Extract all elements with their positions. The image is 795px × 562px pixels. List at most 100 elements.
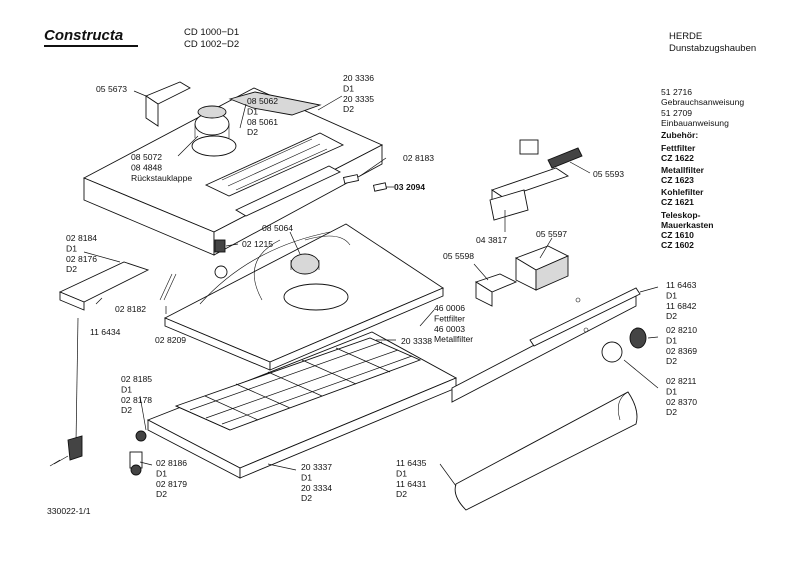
callout-line: 04 3817 [476, 235, 507, 245]
callout-line: 46 0003 [434, 324, 465, 334]
callout-line: D1 [666, 386, 677, 396]
callout-line: D1 [66, 243, 77, 253]
callout-line: 02 8185 [121, 374, 152, 384]
callout-line: D2 [666, 407, 677, 417]
callout-055673: 05 5673 [96, 84, 127, 94]
callout-line: D2 [301, 493, 312, 503]
callout-043817: 04 3817 [476, 235, 507, 245]
callout-line: 02 8178 [121, 395, 152, 405]
side-list-item: CZ 1602 [661, 240, 694, 250]
side-list-item: CZ 1621 [661, 197, 694, 207]
knob-parts [601, 327, 647, 363]
callout-line: D1 [301, 472, 312, 482]
callout-line: 11 6463 [666, 280, 697, 290]
callout-116434: 11 6434 [90, 327, 121, 337]
callout-line: 02 8209 [155, 335, 186, 345]
frame-lower [163, 223, 444, 371]
callout-line: 05 5673 [96, 84, 127, 94]
callout-line: D2 [66, 264, 77, 274]
screw-parts [159, 239, 228, 301]
callout-line: D1 [247, 106, 258, 116]
callout-line: D2 [666, 356, 677, 366]
callout-line: D2 [121, 405, 132, 415]
switch-parts [474, 139, 583, 307]
callout-line: D2 [247, 127, 258, 137]
side-list-item: Zubehör: [661, 130, 698, 140]
power-cable [49, 317, 83, 467]
callout-line: 11 6842 [666, 301, 697, 311]
side-list-item: Metallfilter [661, 165, 705, 175]
category-title: HERDE [669, 31, 702, 42]
callout-line: 20 3335 [343, 94, 374, 104]
callout-line: 02 8184 [66, 233, 97, 243]
callout-line: D1 [156, 468, 167, 478]
callout-line: 20 3338 [401, 336, 432, 346]
callout-line: 02 8179 [156, 479, 187, 489]
callout-line: 02 8370 [666, 397, 697, 407]
callout-085064: 08 5064 [262, 223, 293, 233]
callout-055597: 05 5597 [536, 229, 567, 239]
callout-line: Rückstauklappe [131, 173, 192, 183]
callout-line: 02 8186 [156, 458, 187, 468]
clip-pieces [129, 430, 147, 476]
callout-line: 02 8182 [115, 304, 146, 314]
callout-028209: 02 8209 [155, 335, 186, 345]
callout-line: 08 5064 [262, 223, 293, 233]
model-number-2: CD 1002−D2 [184, 39, 239, 50]
callout-line: 02 1215 [242, 239, 273, 249]
document-number: 330022-1/1 [47, 506, 91, 516]
callout-line: 20 3336 [343, 73, 374, 83]
filter-frame [146, 331, 458, 479]
callout-line: D1 [121, 384, 132, 394]
side-list-item: CZ 1623 [661, 175, 694, 185]
side-list-item: Einbauanweisung [661, 118, 729, 128]
side-list-item: Fettfilter [661, 143, 696, 153]
callout-line: D2 [156, 489, 167, 499]
callout-line: 08 4848 [131, 162, 162, 172]
side-list-item: Teleskop- [661, 210, 701, 220]
callout-line: D1 [666, 290, 677, 300]
front-cover-panel [454, 391, 638, 511]
callout-line: 08 5062 [247, 96, 278, 106]
callout-line: 02 8211 [666, 376, 697, 386]
callout-line: 08 5072 [131, 152, 162, 162]
callout-line: 11 6435 [396, 458, 427, 468]
callout-line: 11 6431 [396, 479, 427, 489]
terminal-block [58, 261, 150, 311]
side-list-item: Mauerkasten [661, 220, 714, 230]
callout-line: 05 5598 [443, 251, 474, 261]
leader-lines [83, 90, 659, 487]
brand-logo: Constructa [44, 27, 138, 47]
bracket-part [145, 81, 191, 127]
callout-line: Metallfilter [434, 334, 473, 344]
callout-021215: 02 1215 [242, 239, 273, 249]
callout-line: D1 [666, 335, 677, 345]
hood-housing-top [82, 87, 384, 256]
callout-line: 05 5597 [536, 229, 567, 239]
control-panel-strip [451, 287, 641, 403]
clip-part [342, 174, 388, 192]
side-list-item: CZ 1610 [661, 230, 694, 240]
brand-name: Constructa [44, 27, 123, 44]
callout-line: 03 2094 [394, 182, 425, 192]
side-list-item: Gebrauchsanweisung [661, 97, 744, 107]
category-subtitle: Dunstabzugshauben [669, 43, 756, 54]
side-list-item: 51 2716 [661, 87, 692, 97]
callout-032094: 03 2094 [394, 182, 425, 192]
callout-line: 05 5593 [593, 169, 624, 179]
callout-line: D1 [343, 83, 354, 93]
callout-line: D2 [666, 311, 677, 321]
callout-028182: 02 8182 [115, 304, 146, 314]
